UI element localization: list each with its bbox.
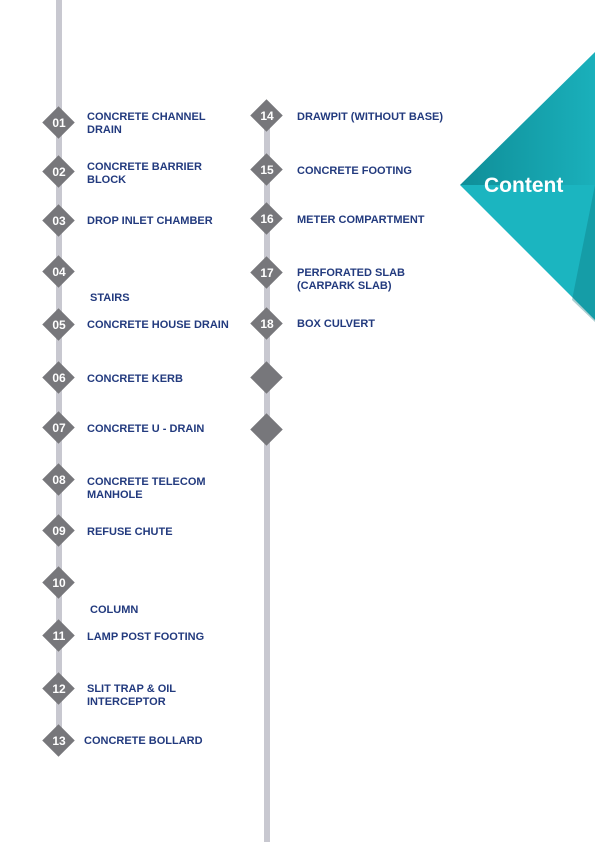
item-label: LAMP POST FOOTING — [87, 631, 205, 643]
item-number: 16 — [260, 212, 274, 226]
item-label: PERFORATED SLAB(CARPARK SLAB) — [297, 267, 405, 292]
item-label: DRAWPIT (WITHOUT BASE) — [297, 111, 444, 123]
item-number: 18 — [260, 317, 274, 331]
right-timeline-line — [264, 105, 270, 842]
item-number: 10 — [52, 576, 66, 590]
item-label: REFUSE CHUTE — [87, 526, 173, 538]
item-number: 03 — [52, 214, 66, 228]
item-label: CONCRETE KERB — [87, 373, 183, 385]
item-label: METER COMPARTMENT — [297, 214, 425, 226]
item-number: 02 — [52, 165, 66, 179]
item-label: CONCRETE BOLLARD — [84, 735, 203, 747]
item-number: 14 — [260, 109, 274, 123]
item-label: CONCRETE FOOTING — [297, 165, 412, 177]
item-label: STAIRS — [87, 292, 130, 304]
item-label: CONCRETE U - DRAIN — [87, 423, 205, 435]
item-number: 07 — [52, 421, 66, 435]
content-title: Content — [484, 174, 564, 197]
item-number: 08 — [52, 473, 66, 487]
item-label: CONCRETE HOUSE DRAIN — [87, 319, 229, 331]
item-number: 09 — [52, 524, 66, 538]
item-number: 05 — [52, 318, 66, 332]
item-number: 04 — [52, 265, 66, 279]
item-label: BOX CULVERT — [297, 318, 376, 330]
item-number: 11 — [52, 629, 66, 643]
item-label: DROP INLET CHAMBER — [87, 215, 213, 227]
item-number: 06 — [52, 371, 66, 385]
item-number: 12 — [52, 682, 66, 696]
item-number: 13 — [52, 734, 66, 748]
item-number: 01 — [52, 116, 66, 130]
item-number: 15 — [260, 163, 274, 177]
item-label: COLUMN — [87, 604, 139, 616]
item-number: 17 — [260, 266, 274, 280]
